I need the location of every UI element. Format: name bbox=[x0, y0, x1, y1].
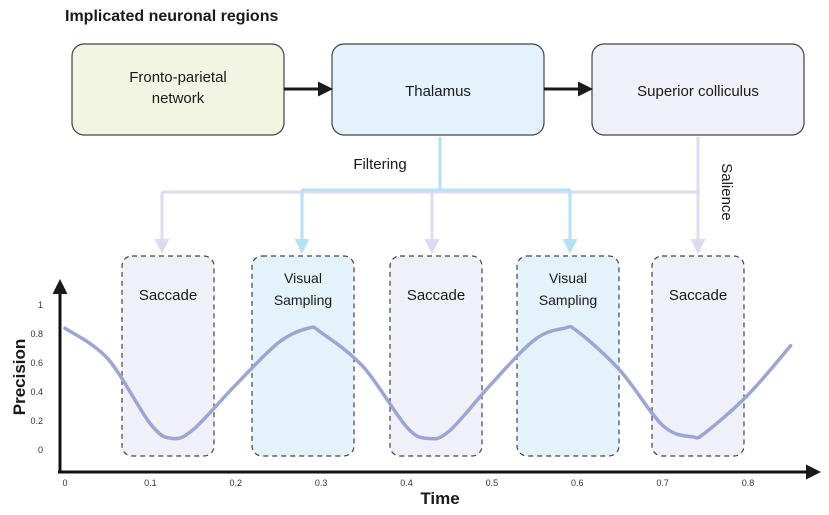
y-tick-label: 0.8 bbox=[30, 329, 43, 339]
phase-label: Saccade bbox=[139, 287, 197, 304]
y-tick-label: 0 bbox=[38, 445, 43, 455]
x-tick-label: 0.4 bbox=[400, 478, 413, 488]
y-tick-labels: 0 0.2 0.4 0.6 0.8 1 bbox=[30, 300, 43, 455]
y-tick-label: 0.4 bbox=[30, 387, 43, 397]
phase-saccade-1: Saccade bbox=[121, 255, 215, 457]
phase-label: Visual bbox=[284, 270, 322, 286]
x-tick-label: 0.8 bbox=[742, 478, 755, 488]
region-fronto-parietal-line2: network bbox=[152, 90, 205, 107]
region-superior-colliculus: Superior colliculus bbox=[591, 43, 805, 136]
x-tick-label: 0 bbox=[62, 478, 67, 488]
phase-label: Saccade bbox=[669, 287, 727, 304]
region-superior-colliculus-label: Superior colliculus bbox=[637, 83, 759, 100]
salience-branch bbox=[154, 137, 706, 254]
phase-saccade-2: Saccade bbox=[389, 255, 483, 457]
y-tick-label: 1 bbox=[38, 300, 43, 310]
x-tick-label: 0.2 bbox=[229, 478, 242, 488]
phase-label-2: Sampling bbox=[539, 292, 597, 308]
y-tick-label: 0.2 bbox=[30, 416, 43, 426]
diagram-title: Implicated neuronal regions bbox=[65, 8, 278, 25]
filtering-branch bbox=[294, 137, 578, 254]
phase-saccade-3: Saccade bbox=[651, 255, 745, 457]
precision-curve bbox=[63, 324, 793, 441]
region-fronto-parietal-network: Fronto-parietal network bbox=[71, 43, 285, 136]
x-tick-label: 0.7 bbox=[656, 478, 669, 488]
region-thalamus-label: Thalamus bbox=[405, 83, 471, 100]
phase-label: Visual bbox=[549, 270, 587, 286]
phase-visual-sampling-1: Visual Sampling bbox=[251, 255, 355, 457]
x-tick-label: 0.3 bbox=[315, 478, 328, 488]
x-tick-label: 0.5 bbox=[486, 478, 499, 488]
region-fronto-parietal-line1: Fronto-parietal bbox=[129, 69, 227, 86]
y-tick-label: 0.6 bbox=[30, 358, 43, 368]
y-axis-label: Precision bbox=[10, 339, 29, 416]
phase-boxes: Saccade Visual Sampling Saccade Visual S… bbox=[121, 255, 745, 457]
phase-label: Saccade bbox=[407, 287, 465, 304]
precision-chart: 0 0.1 0.2 0.3 0.4 0.5 0.6 0.7 0.8 0 0.2 0.4 0.6 0.8 1… bbox=[10, 279, 821, 508]
phase-label-2: Sampling bbox=[274, 292, 332, 308]
x-tick-label: 0.1 bbox=[144, 478, 157, 488]
region-thalamus: Thalamus bbox=[331, 43, 545, 136]
x-axis-label: Time bbox=[420, 489, 459, 508]
salience-label: Salience bbox=[718, 163, 735, 221]
x-tick-labels: 0 0.1 0.2 0.3 0.4 0.5 0.6 0.7 0.8 bbox=[62, 478, 754, 488]
x-tick-label: 0.6 bbox=[571, 478, 584, 488]
filtering-label: Filtering bbox=[353, 156, 406, 173]
